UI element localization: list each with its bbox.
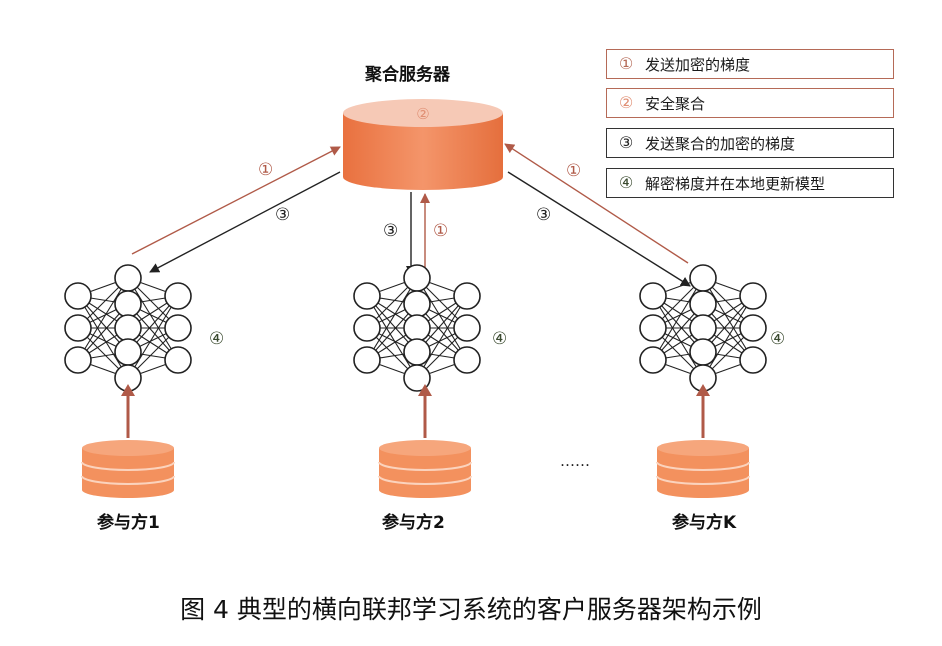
database-band <box>378 461 472 471</box>
legend-num-4: ④ <box>618 173 634 192</box>
arrows-participant-1: ① ③ <box>131 146 341 273</box>
database-body <box>657 448 749 498</box>
database-top <box>657 440 749 456</box>
network-node <box>639 282 667 310</box>
network-edge <box>652 295 704 379</box>
marker-four-k: ④ <box>770 329 785 349</box>
network-edge <box>652 277 704 361</box>
network-node <box>453 346 481 374</box>
network-edge <box>416 295 468 379</box>
neural-network-participant-1 <box>64 264 192 392</box>
server-label: 聚合服务器 <box>365 65 450 85</box>
legend-num-2: ② <box>618 93 634 112</box>
network-edge <box>366 277 418 361</box>
network-node <box>114 338 142 366</box>
network-edge <box>77 277 129 361</box>
participant-2-label: 参与方2 <box>382 513 445 533</box>
database-participant-2 <box>378 440 472 498</box>
database-top <box>379 440 471 456</box>
marker-four-1: ④ <box>209 329 224 349</box>
network-node <box>353 346 381 374</box>
network-node <box>403 290 431 318</box>
marker-three-left: ③ <box>275 205 290 225</box>
marker-three-right: ③ <box>536 205 551 225</box>
network-node <box>353 282 381 310</box>
network-node <box>689 338 717 366</box>
network-edge <box>702 295 754 379</box>
database-participant-k <box>656 440 750 498</box>
marker-one-left: ① <box>258 160 273 180</box>
network-node <box>639 346 667 374</box>
network-node <box>64 346 92 374</box>
legend-item-1: ① 发送加密的梯度 <box>606 49 894 79</box>
network-node <box>403 314 431 342</box>
network-node <box>453 282 481 310</box>
database-band <box>378 475 472 485</box>
legend-text-4: 解密梯度并在本地更新模型 <box>645 174 826 193</box>
database-band <box>656 461 750 471</box>
network-edge <box>127 277 179 361</box>
legend-item-2: ② 安全聚合 <box>606 88 894 118</box>
network-node <box>689 364 717 392</box>
legend-item-4: ④ 解密梯度并在本地更新模型 <box>606 168 894 198</box>
network-node <box>689 314 717 342</box>
network-node <box>639 314 667 342</box>
database-participant-1 <box>81 440 175 498</box>
participant-k-label: 参与方K <box>672 513 737 533</box>
network-node <box>64 314 92 342</box>
legend-text-3: 发送聚合的加密的梯度 <box>645 134 796 153</box>
database-body <box>379 448 471 498</box>
network-node <box>114 290 142 318</box>
legend-num-3: ③ <box>618 133 634 152</box>
marker-two-server: ② <box>416 105 429 123</box>
network-edge <box>702 277 754 361</box>
network-node <box>689 290 717 318</box>
network-node <box>114 314 142 342</box>
network-node <box>739 314 767 342</box>
network-node <box>164 314 192 342</box>
neural-network-participant-2 <box>353 264 481 392</box>
database-band <box>81 461 175 471</box>
legend-text-1: 发送加密的梯度 <box>645 55 751 74</box>
legend-text-2: 安全聚合 <box>645 94 706 113</box>
participant-1-label: 参与方1 <box>97 513 160 533</box>
network-node <box>114 264 142 292</box>
network-edge <box>416 277 468 361</box>
network-edge <box>77 295 129 379</box>
network-node <box>689 264 717 292</box>
network-node <box>739 282 767 310</box>
network-node <box>164 346 192 374</box>
marker-one-mid: ① <box>433 221 448 241</box>
network-node <box>114 364 142 392</box>
marker-one-right: ① <box>566 161 581 181</box>
network-node <box>453 314 481 342</box>
network-edge <box>366 295 418 379</box>
ellipsis: …… <box>560 452 590 470</box>
legend-item-3: ③ 发送聚合的加密的梯度 <box>606 128 894 158</box>
network-edge <box>127 295 179 379</box>
network-node <box>403 264 431 292</box>
database-band <box>81 475 175 485</box>
network-node <box>64 282 92 310</box>
marker-three-mid: ③ <box>383 221 398 241</box>
network-node <box>353 314 381 342</box>
figure-caption: 图 4 典型的横向联邦学习系统的客户服务器架构示例 <box>180 595 762 624</box>
network-node <box>403 338 431 366</box>
arrows-participant-2: ③ ① <box>383 192 448 276</box>
database-top <box>82 440 174 456</box>
arrows-participant-k: ① ③ <box>504 143 691 287</box>
network-node <box>739 346 767 374</box>
database-body <box>82 448 174 498</box>
database-band <box>656 475 750 485</box>
legend-num-1: ① <box>618 54 634 73</box>
neural-network-participant-k <box>639 264 767 392</box>
aggregation-server: ② <box>343 99 503 190</box>
marker-four-2: ④ <box>492 329 507 349</box>
network-node <box>403 364 431 392</box>
network-node <box>164 282 192 310</box>
